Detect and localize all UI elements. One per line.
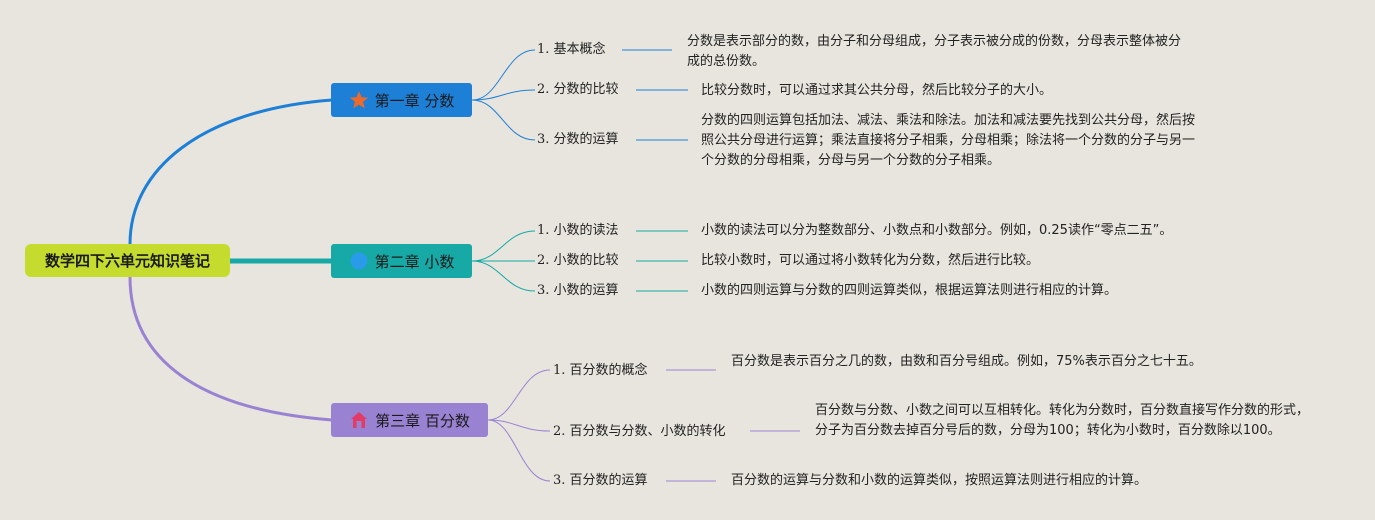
root-branch-line-1 <box>128 98 333 245</box>
topic-note: 比较分数时，可以通过求其公共分母，然后比较分子的大小。 <box>701 83 1053 98</box>
topic-note: 比较小数时，可以通过将小数转化为分数，然后进行比较。 <box>701 253 1040 268</box>
topic-label[interactable]: 1. 百分数的概念 <box>553 363 648 378</box>
chapter-title: 第一章 分数 <box>374 91 455 110</box>
topic-note: 百分数的运算与分数和小数的运算类似，按照运算法则进行相应的计算。 <box>731 473 1148 488</box>
topic-label[interactable]: 2. 百分数与分数、小数的转化 <box>553 424 726 439</box>
star-icon <box>349 91 368 109</box>
house-icon <box>351 412 368 428</box>
topic-note: 分数是表示部分的数，由分子和分母组成，分子表示被分成的份数，分母表示整体被分成的… <box>687 34 1182 69</box>
topic-note: 百分数是表示百分之几的数，由数和百分号组成。例如，75%表示百分之七十五。 <box>731 354 1202 369</box>
topic-note: 分数的四则运算包括加法、减法、乘法和除法。加法和减法要先找到公共分母，然后按照公… <box>701 113 1196 168</box>
root-node[interactable]: 数学四下六单元知识笔记 <box>25 244 230 277</box>
chapter-2-topic-line-3 <box>471 260 536 292</box>
topic-label[interactable]: 1. 小数的读法 <box>537 223 619 238</box>
chapter-1-topic-line-2 <box>471 89 536 101</box>
topic-note: 百分数与分数、小数之间可以互相转化。转化为分数时，百分数直接写作分数的形式，分子… <box>815 403 1310 438</box>
topic-label[interactable]: 3. 分数的运算 <box>537 132 619 147</box>
root-title: 数学四下六单元知识笔记 <box>44 252 210 270</box>
topic-label[interactable]: 2. 小数的比较 <box>537 253 619 268</box>
circle-icon <box>350 252 368 270</box>
topic-label[interactable]: 2. 分数的比较 <box>537 82 619 97</box>
topic-label[interactable]: 3. 小数的运算 <box>537 283 619 298</box>
chapter-node-3[interactable]: 第三章 百分数 <box>331 403 488 437</box>
chapter-node-1[interactable]: 第一章 分数 <box>331 83 472 117</box>
chapter-2-topic-line-1 <box>471 230 536 262</box>
chapter-1-topic-line-1 <box>471 49 536 101</box>
chapter-title: 第三章 百分数 <box>375 411 470 430</box>
topic-label[interactable]: 3. 百分数的运算 <box>553 473 648 488</box>
chapter-3-topic-line-3 <box>487 419 551 482</box>
topic-note: 小数的读法可以分为整数部分、小数点和小数部分。例如，0.25读作“零点二五”。 <box>701 223 1173 238</box>
topic-label[interactable]: 1. 基本概念 <box>537 42 606 57</box>
chapter-node-2[interactable]: 第二章 小数 <box>331 244 472 278</box>
topic-note: 小数的四则运算与分数的四则运算类似，根据运算法则进行相应的计算。 <box>701 283 1118 298</box>
chapter-3-topic-line-1 <box>487 369 551 421</box>
chapter-1-topic-line-3 <box>471 99 536 141</box>
chapter-title: 第二章 小数 <box>374 252 455 271</box>
root-branch-line-3 <box>128 276 333 422</box>
chapter-3-topic-line-2 <box>487 419 551 432</box>
